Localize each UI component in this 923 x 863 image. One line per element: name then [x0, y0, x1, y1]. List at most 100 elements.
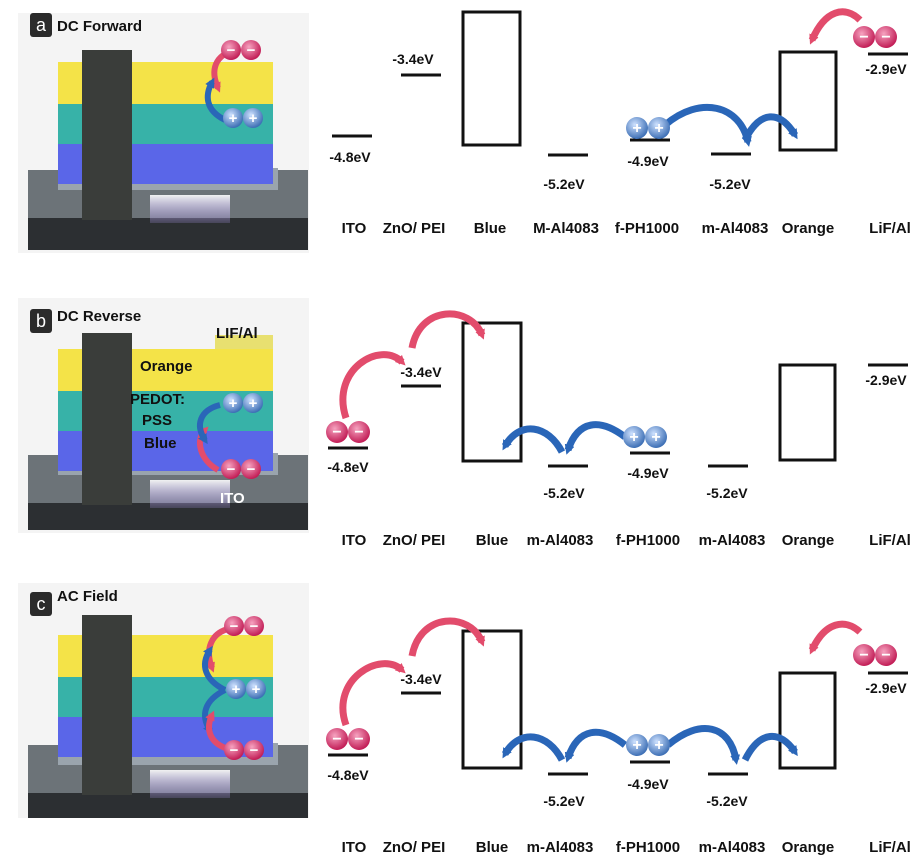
svg-text:+: +: [252, 681, 261, 698]
panel-letter: a: [36, 15, 47, 35]
svg-text:−: −: [250, 742, 259, 759]
level-value-f-ph1000: -4.9eV: [627, 153, 669, 169]
layer-label-zno-pei: ZnO/ PEI: [383, 532, 446, 549]
svg-text:+: +: [232, 681, 241, 698]
svg-text:+: +: [632, 120, 641, 137]
hole-arrow: [564, 421, 628, 455]
electron-pair: − −: [224, 740, 264, 760]
svg-text:−: −: [332, 424, 341, 441]
electron-pair: − −: [853, 26, 897, 48]
device-illustration: b DC Reverse LIF/Al Orange PEDOT: PSS Bl…: [18, 298, 309, 533]
level-value-ito: -4.8eV: [329, 149, 371, 165]
layer-label-f-ph1000: f-PH1000: [616, 532, 680, 549]
svg-text:−: −: [247, 461, 256, 478]
level-value-f-ph1000: -4.9eV: [627, 776, 669, 792]
device-label-pedot: PEDOT:: [130, 391, 185, 408]
svg-text:+: +: [229, 395, 238, 412]
level-value-htl-1: -5.2eV: [543, 793, 585, 809]
device-illustration: c AC Field: [18, 583, 309, 818]
emitter-box-orange: [778, 671, 837, 770]
level-value-ito: -4.8eV: [327, 459, 369, 475]
hole-arrow: [501, 425, 566, 454]
svg-text:−: −: [230, 618, 239, 635]
emitter-box-orange: [778, 50, 838, 152]
svg-text:−: −: [881, 29, 890, 46]
svg-text:−: −: [354, 731, 363, 748]
emitter-box-blue: [461, 321, 523, 463]
level-value-zno: -3.4eV: [392, 51, 434, 67]
level-value-lif-al: -2.9eV: [865, 372, 907, 388]
device-label-ito: ITO: [220, 490, 245, 507]
electron-pair: − −: [221, 40, 261, 60]
electron-arrow: [339, 351, 406, 420]
hole-pair: + +: [623, 426, 667, 448]
panel-title: DC Forward: [57, 18, 142, 35]
layer-label-zno-pei: ZnO/ PEI: [383, 839, 446, 856]
level-value-htl-2: -5.2eV: [706, 485, 748, 501]
hole-arrow: [662, 103, 752, 147]
hole-pair: + +: [626, 117, 670, 139]
hole-pair: + +: [226, 679, 266, 699]
level-value-zno: -3.4eV: [400, 671, 442, 687]
energy-levels: -4.8eV -3.4eV -5.2eV -4.9eV -5.2eV -2.9e…: [327, 321, 908, 501]
layer-label-ito: ITO: [342, 839, 367, 856]
device-label-pss: PSS: [142, 412, 172, 429]
layer-label-orange: Orange: [782, 220, 835, 237]
hole-pair: + +: [223, 108, 263, 128]
svg-text:+: +: [654, 737, 663, 754]
electron-arrow: [808, 8, 863, 45]
electron-pair: − −: [221, 459, 261, 479]
electron-arrow: [339, 660, 406, 727]
layer-label-orange: Orange: [782, 532, 835, 549]
panel-c: c AC Field ITO ZnO/ PEI Blue m-Al4083 f-…: [18, 583, 911, 856]
svg-text:+: +: [249, 395, 258, 412]
layer-labels: ITO ZnO/ PEI Blue m-Al4083 f-PH1000 m-Al…: [342, 839, 911, 856]
layer-label-blue: Blue: [476, 839, 509, 856]
device-label-lif-al: LIF/Al: [216, 325, 258, 342]
emitter-box-blue: [461, 10, 522, 147]
svg-text:−: −: [250, 618, 259, 635]
svg-text:−: −: [332, 731, 341, 748]
layer-label-htl-2: m-Al4083: [699, 532, 766, 549]
panel-letter: b: [36, 311, 46, 331]
level-value-lif-al: -2.9eV: [865, 680, 907, 696]
electron-pair: − −: [326, 421, 370, 443]
svg-text:+: +: [249, 110, 258, 127]
svg-text:−: −: [227, 42, 236, 59]
svg-text:−: −: [247, 42, 256, 59]
layer-label-blue: Blue: [476, 532, 509, 549]
layer-label-htl-2: m-Al4083: [699, 839, 766, 856]
level-value-f-ph1000: -4.9eV: [627, 465, 669, 481]
svg-text:+: +: [632, 737, 641, 754]
svg-text:+: +: [629, 429, 638, 446]
hole-arrow: [501, 733, 566, 762]
layer-label-ito: ITO: [342, 532, 367, 549]
device-label-orange: Orange: [140, 358, 193, 375]
layer-label-htl-1: M-Al4083: [533, 220, 599, 237]
svg-text:−: −: [859, 647, 868, 664]
charge-transport: − − − − + + − − + +: [202, 616, 897, 765]
layer-label-f-ph1000: f-PH1000: [615, 220, 679, 237]
panel-a: a DC Forward ITO ZnO/ PEI Blue M-Al4083 …: [18, 8, 911, 253]
hole-arrow: [197, 402, 221, 445]
level-value-htl-2: -5.2eV: [709, 176, 751, 192]
electron-arrow: [808, 620, 863, 655]
layer-label-lif-al: LiF/Al: [869, 839, 911, 856]
panel-b: b DC Reverse LIF/Al Orange PEDOT: PSS Bl…: [18, 298, 911, 549]
electron-pair: − −: [224, 616, 264, 636]
layer-label-orange: Orange: [782, 839, 835, 856]
layer-label-htl-1: m-Al4083: [527, 532, 594, 549]
level-value-zno: -3.4eV: [400, 364, 442, 380]
hole-arrow: [665, 725, 741, 765]
hole-pair: + +: [626, 734, 670, 756]
hole-arrow: [202, 645, 227, 693]
hole-arrow: [741, 732, 798, 762]
level-value-ito: -4.8eV: [327, 767, 369, 783]
hole-arrow: [741, 113, 799, 142]
svg-text:−: −: [227, 461, 236, 478]
layer-label-f-ph1000: f-PH1000: [616, 839, 680, 856]
svg-text:−: −: [354, 424, 363, 441]
electron-arrow: [408, 617, 486, 657]
layer-label-blue: Blue: [474, 220, 507, 237]
charge-transport: − − + + + + − −: [196, 310, 667, 479]
